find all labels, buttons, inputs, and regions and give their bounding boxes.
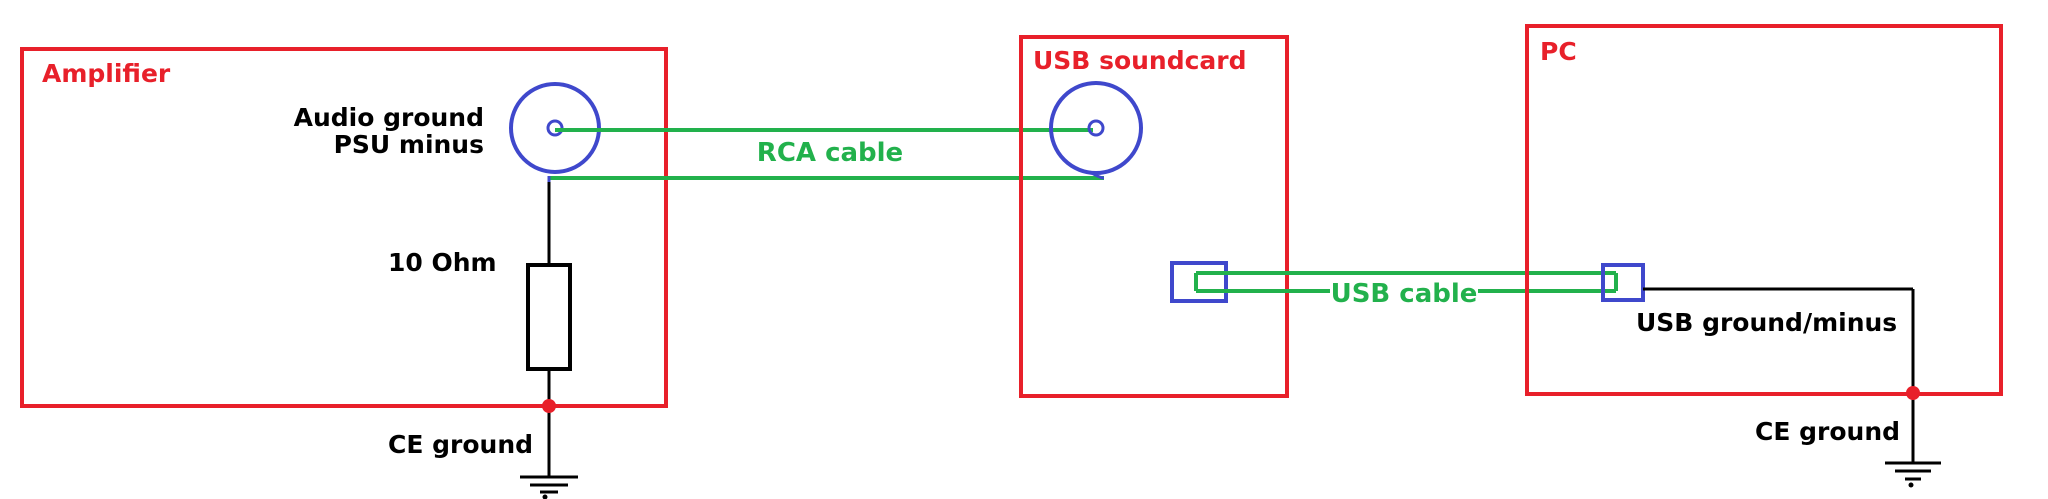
audio-ground-label: Audio ground (294, 103, 484, 132)
pc-usb-ground-label: USB ground/minus (1636, 308, 1897, 337)
usb-cable: USB cable (1194, 271, 1618, 310)
amplifier-block: Amplifier Audio ground PSU minus 10 Ohm … (20, 47, 668, 499)
rca-cable: RCA cable (547, 128, 1104, 182)
resistor-icon (526, 263, 572, 371)
amplifier-ce-ground-label: CE ground (388, 430, 533, 459)
pc-title: PC (1540, 37, 1577, 66)
pc-junction-dot (1906, 386, 1920, 400)
soundcard-rca-pin-icon (1087, 119, 1105, 137)
soundcard-usb-port-icon (1170, 261, 1228, 303)
soundcard-rca-jack-icon (1049, 81, 1143, 175)
soundcard-block: USB soundcard (1019, 35, 1289, 398)
psu-minus-label: PSU minus (334, 130, 484, 159)
soundcard-box (1019, 35, 1289, 398)
amplifier-junction-dot (542, 399, 556, 413)
pc-ce-ground-label: CE ground (1755, 417, 1900, 446)
amplifier-box (20, 47, 668, 408)
resistor-label: 10 Ohm (388, 248, 497, 277)
pc-box (1525, 24, 2003, 396)
pc-ground-icon (1885, 461, 1941, 488)
soundcard-shield-tail (1089, 170, 1105, 180)
rca-label-backdrop (760, 134, 900, 168)
soundcard-title: USB soundcard (1033, 46, 1247, 75)
usb-label-backdrop (1330, 276, 1478, 310)
amplifier-ground-icon (520, 475, 578, 499)
pc-usb-port-icon (1601, 263, 1645, 302)
usb-cable-label: USB cable (1331, 279, 1478, 309)
amplifier-title: Amplifier (42, 59, 171, 88)
pc-block: PC USB ground/minus CE ground (1525, 24, 2003, 488)
rca-cable-label: RCA cable (757, 138, 903, 168)
